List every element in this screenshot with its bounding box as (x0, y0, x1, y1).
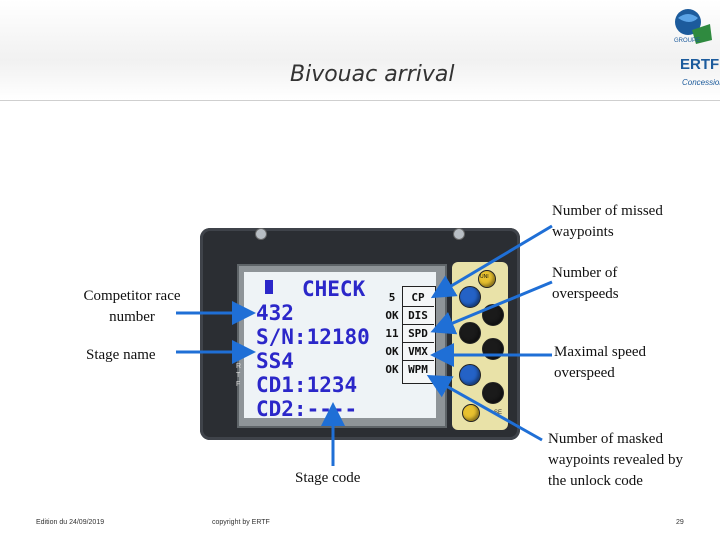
table-count: 11 (385, 327, 399, 340)
ertf-logo: GROUPE (674, 9, 712, 44)
label-missed-waypoints: Number of missed waypoints (552, 203, 663, 240)
screen-line-stage-name: SS4 (256, 349, 294, 373)
table-code: VMX (402, 344, 434, 361)
label-max-speed: Maximal speed overspeed (554, 344, 647, 381)
status-table (402, 286, 436, 384)
black-button[interactable] (459, 322, 481, 344)
table-count: OK (385, 309, 399, 322)
screw-icon (255, 228, 267, 240)
table-code: SPD (402, 326, 434, 343)
uni-button[interactable] (478, 270, 496, 288)
page-number: 29 (676, 519, 684, 526)
screw-icon (453, 228, 465, 240)
black-button[interactable] (482, 382, 504, 404)
copyright: copyright by ERTF (212, 519, 270, 526)
logo-small-text: GROUPE (674, 38, 700, 44)
power-button[interactable] (462, 404, 480, 422)
label-masked-waypoints: Number of masked waypoints revealed by t… (548, 431, 683, 489)
table-code: WPM (408, 363, 428, 376)
corner-label: SE (494, 410, 503, 416)
label-stage-name: Stage name (86, 347, 156, 363)
table-count: OK (385, 345, 399, 358)
side-letter: F (236, 381, 241, 388)
table-count: OK (385, 363, 399, 376)
label-competitor: Competitor race number (83, 288, 181, 325)
label-overspeeds: Number of overspeeds (552, 265, 619, 302)
status-marker (265, 280, 273, 294)
table-code: DIS (402, 308, 434, 325)
screen-line-check: CHECK (302, 277, 366, 301)
slide-title: Bivouac arrival (290, 62, 455, 87)
side-letter: R (236, 363, 242, 370)
arrow-overspeeds (430, 280, 553, 335)
logo-subtext: Concession (682, 78, 720, 87)
screen-line-race-number: 432 (256, 301, 294, 325)
blue-button[interactable] (459, 286, 481, 308)
screen-line-serial: S/N:12180 (256, 325, 370, 349)
screen-line-stage-code-1: CD1:1234 (256, 373, 358, 397)
header-band (0, 0, 720, 101)
arrow-missed-waypoints (430, 224, 553, 299)
side-letters: R T F (236, 362, 241, 389)
arrow-masked-waypoints (426, 375, 543, 442)
label-stage-code: Stage code (295, 470, 361, 486)
table-code: CP (402, 290, 434, 307)
blue-button[interactable] (459, 364, 481, 386)
table-count: 5 (388, 291, 396, 304)
logo-text: ERTF (680, 56, 720, 73)
uni-button-label: UNI (480, 274, 489, 280)
edition-date: Edition du 24/09/2019 (36, 519, 105, 526)
side-letter: T (236, 372, 241, 379)
